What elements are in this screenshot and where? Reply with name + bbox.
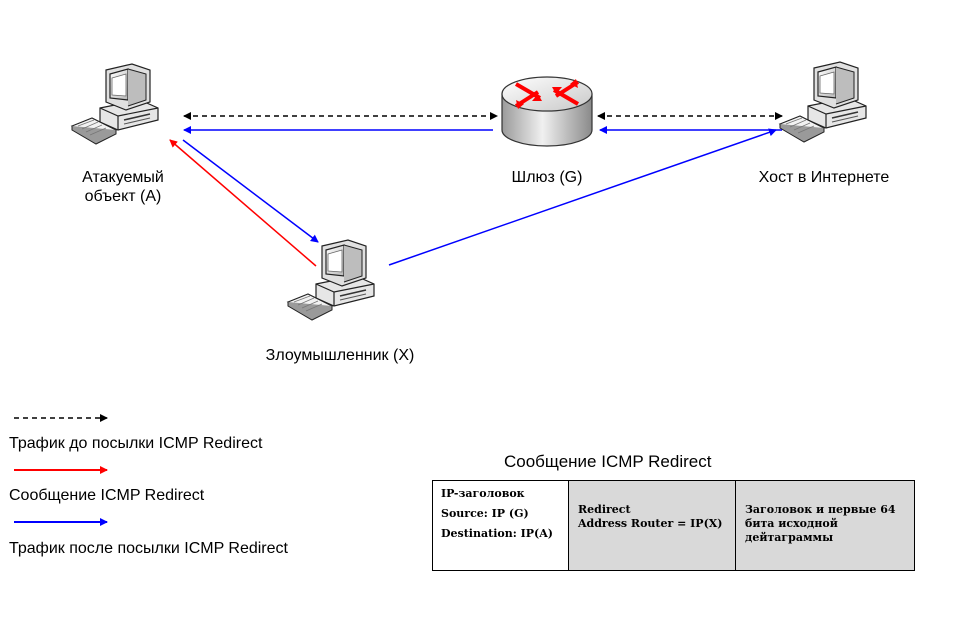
ip-header-cell: IP-заголовок Source: IP (G) Destination:… [433, 481, 569, 570]
attacker-victim-icmp-redirect [169, 139, 317, 267]
victim-computer-icon [71, 63, 159, 145]
attacker-label: Злоумышленник (X) [265, 347, 415, 364]
payload-text: Заголовок и первые 64 бита исходной дейт… [745, 503, 896, 544]
destination-text: Destination: IP(A) [441, 527, 553, 540]
gateway-label: Шлюз (G) [511, 169, 583, 186]
source-text: Source: IP (G) [441, 507, 529, 520]
victim-label: Атакуемый объект (А) [82, 169, 164, 205]
legend-message-text: Сообщение ICMP Redirect [9, 487, 205, 504]
router-icon [501, 76, 593, 147]
icmp-message-table: IP-заголовок Source: IP (G) Destination:… [432, 480, 915, 571]
ip-header-text: IP-заголовок [441, 487, 525, 500]
internet-host-label: Хост в Интернете [758, 169, 890, 186]
redirect-text: Redirect [578, 503, 631, 516]
redirect-cell: Redirect Address Router = IP(X) [569, 481, 736, 570]
icmp-message-title: Сообщение ICMP Redirect [504, 452, 712, 471]
address-router-text: Address Router = IP(X) [578, 517, 723, 530]
legend-after-text: Трафик после посылки ICMP Redirect [9, 540, 288, 557]
payload-cell: Заголовок и первые 64 бита исходной дейт… [736, 481, 914, 570]
attacker-host-after-traffic [388, 128, 777, 266]
victim-attacker-after-traffic [182, 139, 319, 243]
internet-host-computer-icon [779, 61, 867, 143]
legend-before-text: Трафик до посылки ICMP Redirect [9, 435, 263, 452]
